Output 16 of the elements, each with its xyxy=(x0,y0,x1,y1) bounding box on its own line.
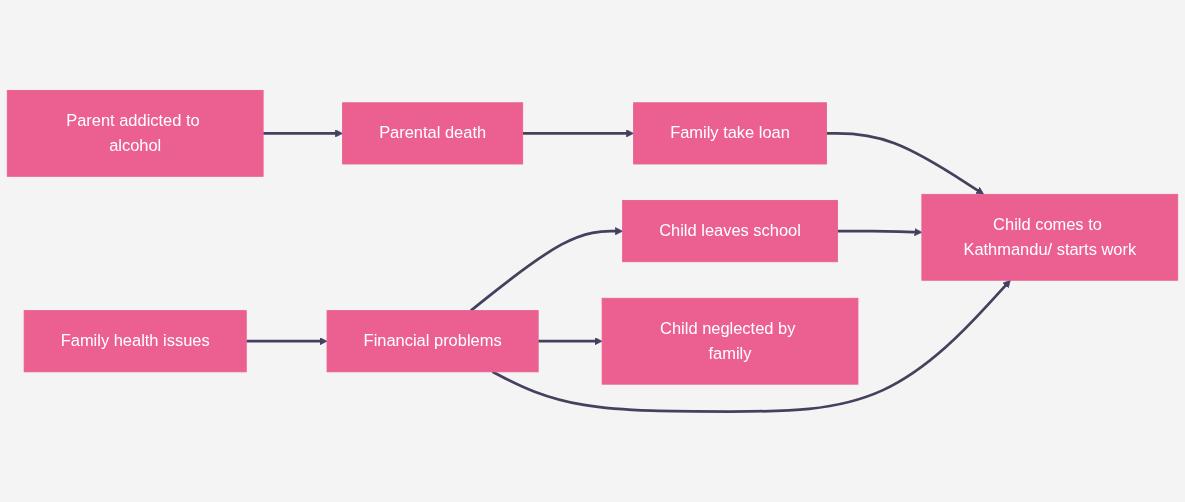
node-box: Parental death xyxy=(342,102,524,165)
node-box: Parent addicted to alcohol xyxy=(6,90,264,177)
node-box: Financial problems xyxy=(326,310,539,373)
arrow xyxy=(263,129,343,138)
arrow xyxy=(538,337,603,346)
arrow xyxy=(837,228,923,237)
node-box: Family health issues xyxy=(23,310,247,373)
node-box: Family take loan xyxy=(633,102,827,165)
arrow xyxy=(470,227,623,312)
arrow xyxy=(522,129,634,138)
node-box: Child comes to Kathmandu/ starts work xyxy=(921,193,1179,281)
arrow xyxy=(491,279,1011,413)
node-box: Child leaves school xyxy=(622,200,838,263)
arrow xyxy=(246,337,328,346)
arrow xyxy=(826,132,985,195)
node-box: Child neglected by family xyxy=(601,297,859,385)
